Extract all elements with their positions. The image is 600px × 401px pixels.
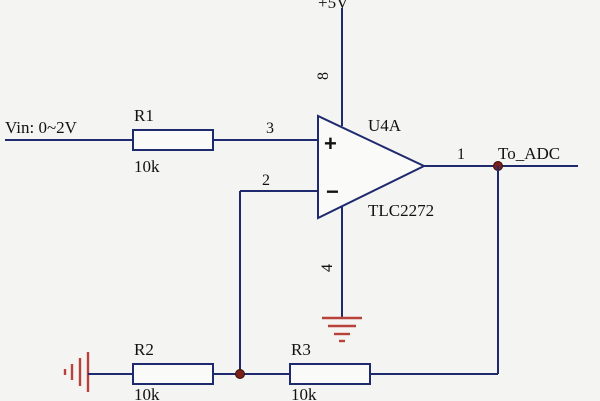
u4a-label: U4A (368, 116, 402, 135)
r2-value-label: 10k (134, 385, 160, 401)
pin-1-label: 1 (457, 146, 465, 163)
resistor-r2 (132, 363, 214, 385)
pin-8-label: 8 (315, 72, 332, 80)
resistor-r3 (289, 363, 371, 385)
r1-value-label: 10k (134, 157, 160, 176)
to-adc-label: To_ADC (498, 144, 560, 163)
ground-symbol-left (63, 352, 90, 392)
vin-label: Vin: 0~2V (5, 118, 78, 137)
pin-3-label: 3 (266, 120, 274, 137)
inverting-junction-dot (235, 369, 245, 379)
r2-label: R2 (134, 340, 154, 359)
pin-2-label: 2 (262, 172, 270, 189)
ic-part-label: TLC2272 (368, 201, 434, 220)
opamp-u4a (317, 114, 427, 220)
vcc-label: +5V (318, 0, 349, 12)
r1-label: R1 (134, 106, 154, 125)
pin-4-label: 4 (319, 264, 336, 272)
r3-value-label: 10k (291, 385, 317, 401)
plus-symbol: + (324, 131, 337, 156)
resistor-r1 (132, 129, 214, 151)
r3-label: R3 (291, 340, 311, 359)
minus-symbol: − (326, 179, 339, 204)
ground-symbol-right (322, 316, 362, 343)
